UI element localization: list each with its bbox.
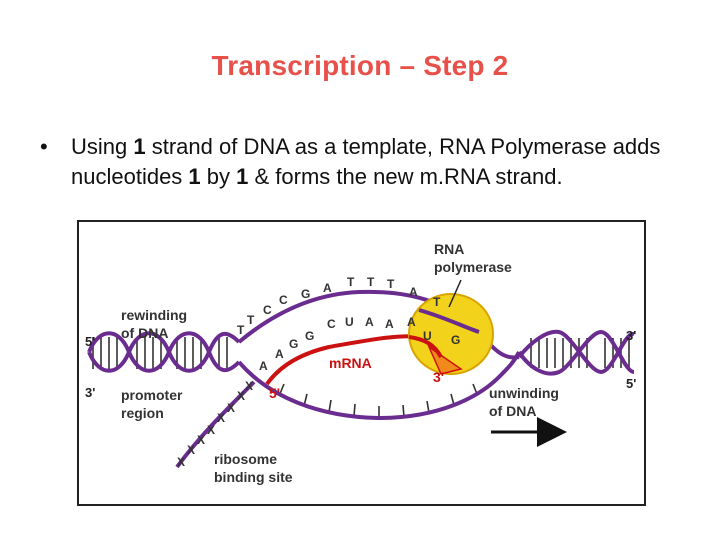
mrna-base-letter: U [345,315,354,329]
label-unwinding-line2: of DNA [489,403,536,419]
label-rewinding-line2: of DNA [121,325,168,341]
slide-title: Transcription – Step 2 [211,50,509,81]
dna-base-letter: C [263,303,272,317]
ribosome-site-mark: X [207,423,215,437]
label-mrna-5prime: 5' [269,385,280,401]
bullet-text-bold: 1 [236,164,249,189]
label-rewinding-line1: rewinding [121,307,187,323]
bullet-item: • Using 1 strand of DNA as a template, R… [40,132,700,192]
dna-base-letter: T [237,323,245,337]
ribosome-site-mark: X [245,379,253,393]
label-polymerase-line2: polymerase [434,259,512,275]
label-rna-line1: RNA [434,241,464,257]
ribosome-site-mark: X [217,411,225,425]
bullet-text-bold: 1 [188,164,201,189]
ribosome-site-mark: X [187,443,195,457]
dna-template-strand [237,351,521,421]
bullet-text-part: by [200,164,237,189]
dna-coding-strand-overlay [418,308,480,334]
label-left-bottom-end: 3' [85,385,95,400]
bullet-text: Using 1 strand of DNA as a template, RNA… [71,132,700,192]
dna-base-letter: A [409,285,418,299]
bullet-text-bold: 1 [133,134,146,159]
ribosome-binding-strand [175,380,256,469]
ribosome-site-mark: X [177,455,185,469]
label-promoter-line2: region [121,405,164,421]
dna-strand-right-b [517,329,635,376]
dna-base-letter: G [451,333,460,347]
mrna-base-letter: G [289,337,298,351]
mrna-base-letter: A [365,315,374,329]
mrna-base-letter: C [327,317,336,331]
polymerase-leader-line [448,279,462,308]
mrna-base-letter: A [385,317,394,331]
bullet-text-part: & forms the new m.RNA strand. [248,164,563,189]
label-right-bottom-end: 5' [626,376,636,391]
label-ribosome-line1: ribosome [214,451,277,467]
dna-base-letter: T [347,275,355,289]
label-mrna: mRNA [329,355,372,371]
dna-base-letter: C [279,293,288,307]
mrna-strand-overlay [408,335,443,359]
label-ribosome-line2: binding site [214,469,293,485]
mrna-base-letter: G [305,329,314,343]
dna-base-letter: T [367,275,375,289]
label-unwinding-line1: unwinding [489,385,559,401]
dna-base-letter: T [247,313,255,327]
dna-base-letter: T [387,277,395,291]
label-left-top-end: 5' [85,334,95,349]
mrna-base-letter: A [259,359,268,373]
ribosome-site-mark: X [227,401,235,415]
mrna-base-letter: U [423,329,432,343]
bullet-symbol: • [40,134,48,159]
template-tick [328,399,332,413]
dna-base-letter: G [301,287,310,301]
dna-coding-strand [237,289,520,360]
dna-strand-left-b [87,331,241,373]
label-right-top-end: 3' [626,328,636,343]
template-tick [353,403,356,417]
bullet-text-part: strand of DNA as a template, RNA Polymer… [71,134,661,189]
dna-base-letter: T [433,295,441,309]
mrna-base-letter: A [407,315,416,329]
dna-base-letter: A [323,281,332,295]
bullet-text-part: Using [71,134,134,159]
label-promoter-line1: promoter [121,387,183,403]
label-mrna-3prime: 3' [433,369,444,385]
ribosome-site-mark: X [237,389,245,403]
ribosome-site-mark: X [197,433,205,447]
mrna-base-letter: A [275,347,284,361]
